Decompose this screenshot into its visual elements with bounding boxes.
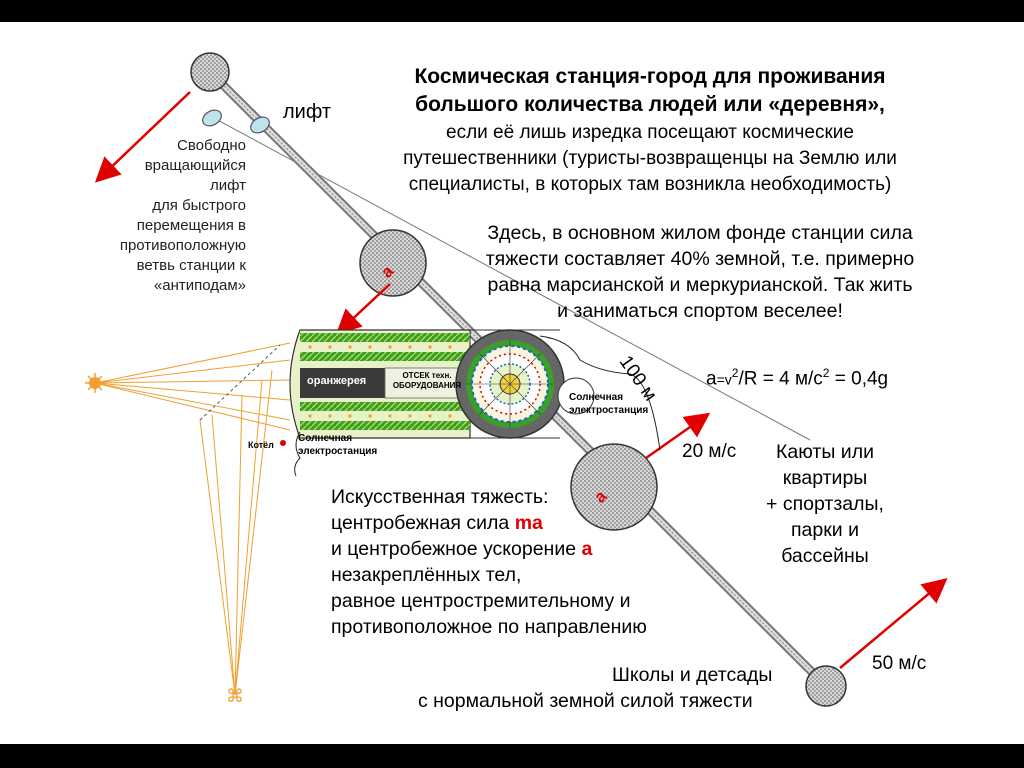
velocity-arrows xyxy=(94,91,948,669)
tech-label-2: ОБОРУДОВАНИЯ xyxy=(392,381,462,390)
gravity-line-3: равна марсианской и меркурианской. Так ж… xyxy=(487,274,913,296)
solar-left-1: Солнечная xyxy=(298,433,353,444)
boiler-dot xyxy=(280,440,286,446)
artificial-line-4: незакреплённых тел, xyxy=(331,564,522,586)
subtitle-line-1: если её лишь изредка посещают космически… xyxy=(446,122,854,143)
title-line-1: Космическая станция-город для проживания xyxy=(414,65,886,88)
greenhouse-label: оранжерея xyxy=(307,375,367,387)
title-line-2: большого количества людей или «деревня», xyxy=(415,93,885,116)
tech-label-1: ОТСЕК техн. xyxy=(402,371,452,380)
sphere-upper-habitat xyxy=(359,229,427,297)
gravity-line-2: тяжести составляет 40% земной, т.е. прим… xyxy=(485,248,915,270)
cabins-line-1: Каюты или xyxy=(776,441,874,463)
solar-right-2: электростанция xyxy=(569,405,649,416)
lift-desc-8: «антиподам» xyxy=(153,277,246,294)
sun-rays xyxy=(94,342,291,696)
lift-desc-6: противоположную xyxy=(119,237,246,254)
formula-eq: =v xyxy=(716,371,732,388)
accel-a: a xyxy=(581,538,593,560)
force-ma: ma xyxy=(514,512,543,534)
solar-station-bubble xyxy=(557,377,595,415)
formula-a: a xyxy=(706,368,717,390)
gravity-line-1: Здесь, в основном жилом фонде станции си… xyxy=(487,222,913,244)
subtitle-line-3: специалисты, в которых там возникла необ… xyxy=(408,174,892,195)
formula-mid: /R = 4 м/с xyxy=(738,368,823,390)
hub-cylinder xyxy=(289,329,560,439)
lift-desc-4: для быстрого xyxy=(152,197,246,214)
solar-right-1: Солнечная xyxy=(569,392,624,403)
lift-desc-2: вращающийся xyxy=(144,157,246,174)
solar-left-2: электростанция xyxy=(298,446,378,457)
gravity-line-4: и заниматься спортом веселее! xyxy=(557,300,843,322)
bottom-letterbox xyxy=(0,744,1024,768)
boiler-label: Котёл xyxy=(248,440,274,450)
lift-cabin-2 xyxy=(250,116,270,134)
sun-icon xyxy=(85,373,105,393)
lift-desc-3: лифт xyxy=(209,177,246,194)
speed-20-label: 20 м/с xyxy=(682,441,737,462)
formula-sup2: 2 xyxy=(822,366,830,380)
lift-label: лифт xyxy=(283,101,332,123)
light-source-icon: ⌘ xyxy=(226,686,244,707)
top-letterbox xyxy=(0,0,1024,22)
sphere-bottom xyxy=(805,665,847,707)
dimension-bracket xyxy=(539,335,661,451)
schools-line-1: Школы и детсады xyxy=(612,664,773,686)
artificial-line-2: центробежная сила ma xyxy=(331,512,543,534)
formula-sup1: 2 xyxy=(731,366,739,380)
subtitle-line-2: путешественники (туристы-возвращенцы на … xyxy=(403,148,897,169)
solar-bracket xyxy=(294,431,301,477)
artificial-line-1: Искусственная тяжесть: xyxy=(331,486,549,508)
schools-line-2: с нормальной земной силой тяжести xyxy=(418,690,753,712)
sphere-top xyxy=(190,52,230,92)
cabins-line-4: парки и xyxy=(791,519,859,541)
speed-50-label: 50 м/с xyxy=(872,653,927,674)
artificial-line-3: и центробежное ускорение a xyxy=(331,538,593,560)
mirror-line xyxy=(199,344,281,421)
cabins-line-2: квартиры xyxy=(782,467,868,489)
cabins-line-3: + спортзалы, xyxy=(766,493,884,515)
sphere-lower-habitat xyxy=(570,443,658,531)
formula-end: = 0,4g xyxy=(829,368,889,390)
lift-desc-7: ветвь станции к xyxy=(136,257,246,274)
lift-desc-5: перемещения в xyxy=(136,217,246,234)
artificial-line-5: равное центростремительному и xyxy=(331,590,631,612)
formula: a=v2/R = 4 м/с2 = 0,4g xyxy=(706,366,888,390)
lift-cabin-1 xyxy=(202,109,222,127)
hub-wheel xyxy=(455,329,565,439)
artificial-line-6: противоположное по направлению xyxy=(331,616,647,638)
cabins-line-5: бассейны xyxy=(781,545,869,567)
lift-desc-1: Свободно xyxy=(177,137,246,154)
